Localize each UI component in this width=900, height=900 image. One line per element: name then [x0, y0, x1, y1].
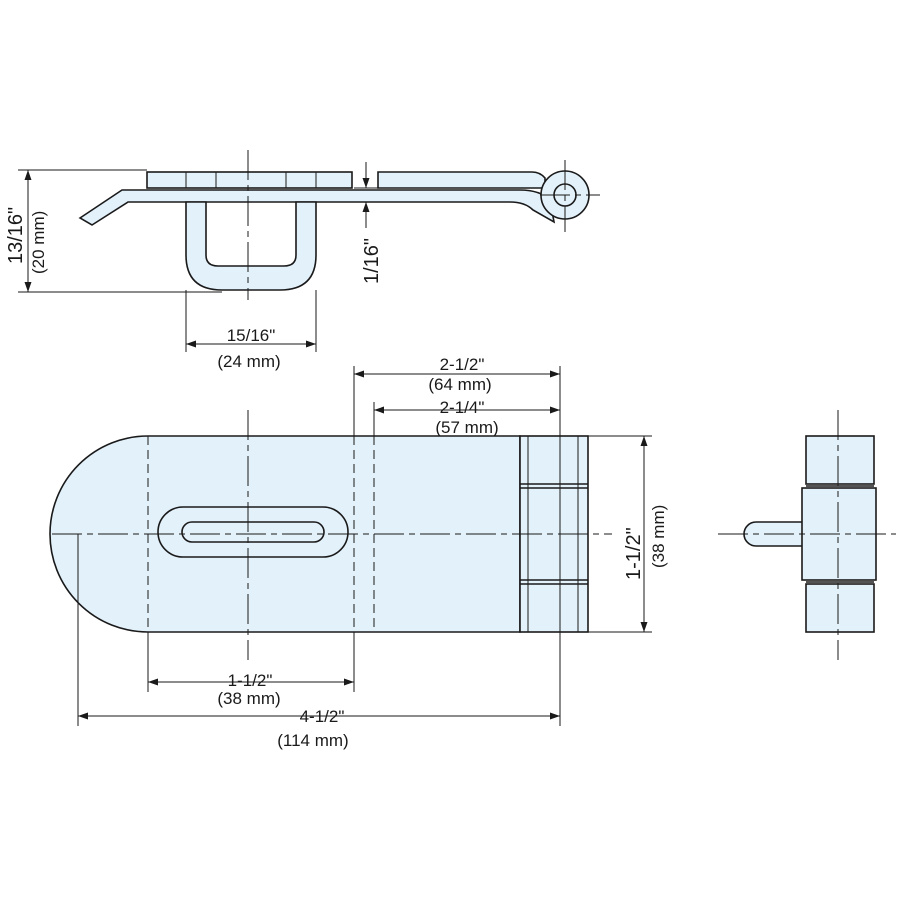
- dim-15-16-inch: 15/16": [227, 326, 276, 345]
- knuckle-bottom: [805, 583, 875, 633]
- dim-1-1-2-slot-inch: 1-1/2": [228, 671, 273, 690]
- dim-13-16-inch: 13/16": [5, 207, 27, 264]
- dim-2-1-4-inch: 2-1/4": [440, 398, 485, 417]
- dim-1-16-inch: 1/16": [361, 238, 383, 284]
- staple-slot-inner: [181, 521, 325, 543]
- hinge-leaf-side: [377, 171, 546, 189]
- dim-13-16-mm: (20 mm): [29, 211, 48, 274]
- dim-4-1-2-inch: 4-1/2": [300, 707, 345, 726]
- dim-2-1-2-mm: (64 mm): [428, 375, 491, 394]
- staple-plate: [146, 171, 353, 189]
- dim-1-1-2-width-inch: 1-1/2": [623, 527, 645, 580]
- staple-loop: [185, 201, 317, 291]
- dim-2-1-4-mm: (57 mm): [435, 418, 498, 437]
- dim-1-1-2-slot-mm: (38 mm): [217, 689, 280, 708]
- staple-slot-outer: [157, 506, 349, 558]
- end-view: [718, 410, 896, 660]
- dim-15-16-mm: (24 mm): [217, 352, 280, 371]
- hasp-strap-side: [78, 189, 556, 226]
- dim-2-1-2-inch: 2-1/2": [440, 355, 485, 374]
- side-view: [18, 150, 600, 352]
- dim-1-1-2-width-mm: (38 mm): [649, 505, 668, 568]
- plan-view: [49, 366, 652, 726]
- dim-4-1-2-mm: (114 mm): [277, 731, 348, 750]
- knuckle-top: [805, 435, 875, 485]
